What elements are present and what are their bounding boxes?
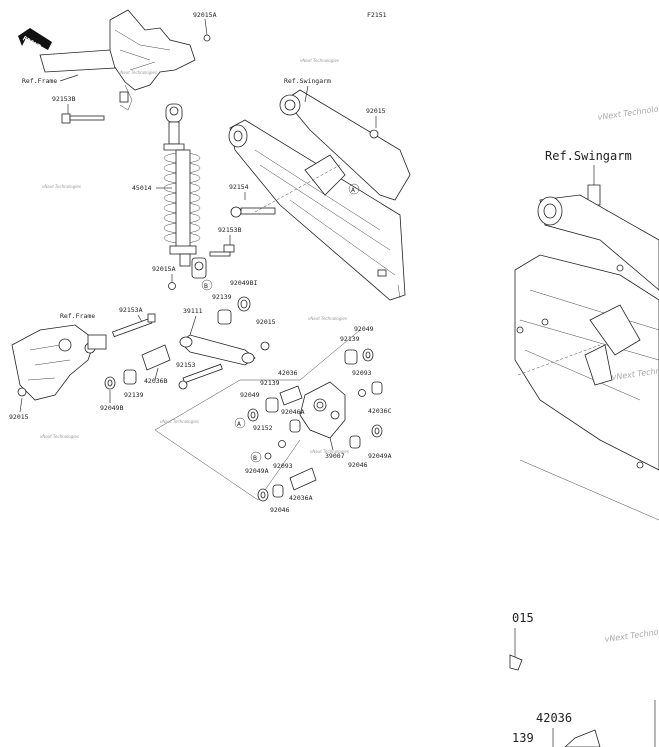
bushing-92046-r xyxy=(349,435,361,449)
label-92049-l: 92049 xyxy=(240,391,260,399)
label-42036c: 42036C xyxy=(368,407,392,415)
bushing-92046a xyxy=(289,419,301,433)
bolt-92153b-mid xyxy=(209,244,235,257)
label-92139-a: 92139 xyxy=(212,293,232,301)
watermark-1: vNext Technologies xyxy=(42,184,81,189)
sleeve-42036a xyxy=(289,467,317,491)
sleeve-42036 xyxy=(279,385,303,406)
label-92093-b: 92093 xyxy=(273,462,293,470)
watermark-7: vNext Technologies xyxy=(310,449,349,454)
watermark-6: vNext Technologies xyxy=(160,419,199,424)
label-92093-r: 92093 xyxy=(352,369,372,377)
callout-b-bottom: B xyxy=(253,454,257,462)
bolt-92153 xyxy=(178,363,223,390)
callout-a-top: A xyxy=(351,186,355,194)
label-92049-r: 92049 xyxy=(354,325,374,333)
label-92049a-r: 92049A xyxy=(368,452,392,460)
label-42036b: 42036B xyxy=(144,377,168,385)
callout-a-bottom: A xyxy=(237,420,241,428)
collar-92139-a xyxy=(217,309,232,325)
washer-92049a-r xyxy=(371,424,383,438)
zoom-frag-015: 015 xyxy=(512,611,534,625)
washer-92049bi xyxy=(237,296,251,312)
label-92049a-l: 92049A xyxy=(245,467,269,475)
label-42036a: 42036A xyxy=(289,494,313,502)
label-92015-mid: 92015 xyxy=(256,318,276,326)
diagram-code: F2151 xyxy=(367,11,387,19)
label-92015-right: 92015 xyxy=(366,107,386,115)
swingarm: A xyxy=(228,89,411,301)
washer-92049-l xyxy=(247,408,259,422)
collar-92139-c xyxy=(265,397,279,413)
front-arrow-icon xyxy=(18,28,52,50)
watermark-4: vNext Technologies xyxy=(308,316,347,321)
label-39111: 39111 xyxy=(183,307,203,315)
ref-frame-top-label: Ref.Frame xyxy=(22,77,57,85)
label-92153b-top: 92153B xyxy=(52,95,76,103)
watermark-5: vNext Technologies xyxy=(40,434,79,439)
zoom-ref-swingarm: Ref.Swingarm xyxy=(545,149,632,163)
label-92139-c: 92139 xyxy=(260,379,280,387)
frame-bracket-lower xyxy=(11,324,107,401)
label-92154: 92154 xyxy=(229,183,249,191)
label-92046a: 92046A xyxy=(281,408,305,416)
zoom-frag-139: 139 xyxy=(512,731,534,745)
washer-92049a-l xyxy=(257,488,269,502)
label-92049b: 92049B xyxy=(100,404,124,412)
label-92153b-mid: 92153B xyxy=(218,226,242,234)
label-92152: 92152 xyxy=(253,424,273,432)
washer-92049-r xyxy=(362,348,374,362)
washer-92049b xyxy=(104,376,116,390)
shock-absorber xyxy=(163,103,207,279)
watermark-3: vNext Technologies xyxy=(300,58,339,63)
label-45014: 45014 xyxy=(132,184,152,192)
label-92046-r: 92046 xyxy=(348,461,368,469)
zoom-frag-42036: 42036 xyxy=(536,711,572,725)
watermark-2: vNext Technologies xyxy=(118,70,157,75)
label-92015a-mid: 92015A xyxy=(152,265,176,273)
bolt-92153b-top xyxy=(61,113,105,124)
label-92139-b: 92139 xyxy=(124,391,144,399)
label-92049bi: 92049BI xyxy=(230,279,257,287)
bushing-92046-b xyxy=(272,484,284,498)
frame-section xyxy=(39,9,196,111)
callout-b-top: B xyxy=(204,282,208,290)
label-92153: 92153 xyxy=(176,361,196,369)
rocker-arm-39007 xyxy=(299,381,346,439)
bolt-92154 xyxy=(230,206,276,218)
zoom-strip: vNext Technologies Ref.Swingarm vNext Te… xyxy=(509,102,659,747)
label-92015a-top: 92015A xyxy=(193,11,217,19)
collar-92139-b xyxy=(123,369,137,385)
collar-42036c xyxy=(371,381,383,395)
label-42036: 42036 xyxy=(278,369,298,377)
ref-frame-bottom-label: Ref.Frame xyxy=(60,312,95,320)
label-92153a: 92153A xyxy=(119,306,143,314)
collar-92139-r xyxy=(344,349,358,365)
label-92015-left: 92015 xyxy=(9,413,29,421)
zoom-watermark-3: vNext Technologies xyxy=(604,624,659,644)
label-92046-b: 92046 xyxy=(270,506,290,514)
sleeve-42036b xyxy=(141,344,171,371)
zoom-watermark-1: vNext Technologies xyxy=(597,102,659,122)
bolt-92153a xyxy=(112,313,156,338)
label-92139-r: 92139 xyxy=(340,335,360,343)
label-39007: 39007 xyxy=(325,452,345,460)
ref-swingarm-label: Ref.Swingarm xyxy=(284,77,331,85)
